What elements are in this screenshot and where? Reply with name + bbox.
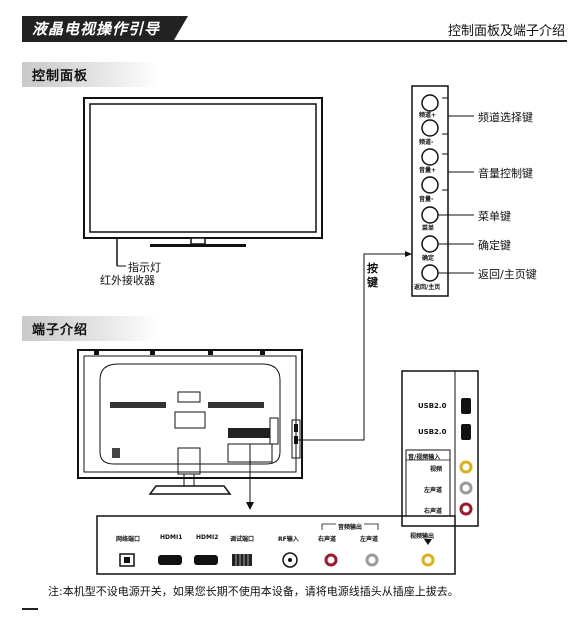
button-label-vol-down: 音量- [419,196,434,203]
callout-back: 返回/主页键 [478,268,537,281]
button-label-ok: 确定 [422,255,435,262]
button-label-menu: 菜单 [422,225,435,232]
tv-back-illustration [77,349,303,510]
bottom-port-panel-illustration [96,515,456,575]
button-label-vol-up: 音量+ [419,167,437,174]
bottom-port-network-label: 网络端口 [116,536,141,543]
callout-channel: 频道选择键 [478,111,533,124]
side-port-video-label: 视频 [430,466,443,473]
side-port-usb2-label: USB2.0 [418,428,447,436]
callout-ok: 确定键 [478,239,511,252]
bottom-port-audio-left-label: 左声道 [360,536,379,543]
ir-receiver-label: 红外接收器 [100,274,155,287]
footer-note: 注:本机型不设电源开关，如果您长期不使用本设备，请将电源线插头从插座上拔去。 [48,585,459,598]
bottom-port-rf-label: RF输入 [278,536,299,543]
footer-line [22,608,38,610]
button-label-back: 返回/主页 [414,284,441,291]
bottom-port-hdmi1-label: HDMI1 [160,534,183,541]
bottom-port-hdmi2-label: HDMI2 [196,534,219,541]
page-title: 液晶电视操作引导 [32,20,161,38]
header-band [22,16,188,40]
side-port-right-label: 右声道 [424,508,443,515]
bottom-port-audio-right-label: 右声道 [318,536,337,543]
section-label-control-panel: 控制面板 [22,62,158,87]
side-port-av-in-label: 音/视频输入 [408,454,441,461]
bottom-port-debug-label: 调试端口 [230,536,255,543]
indicator-label: 指示灯 [128,261,161,274]
button-label-ch-up: 频道+ [419,112,437,119]
callout-volume: 音量控制键 [478,167,533,180]
header-divider [22,40,567,42]
section-title: 控制面板及端子介绍 [447,24,565,39]
side-port-usb1-label: USB2.0 [418,402,447,410]
control-panel-illustration [298,85,474,441]
side-port-left-label: 左声道 [424,487,443,494]
button-label-ch-down: 频道- [419,139,434,146]
side-port-panel-illustration [401,370,479,527]
buttons-label-2: 键 [367,276,378,289]
buttons-label-1: 按 [367,262,378,275]
bottom-port-audio-out-label: 音频输出 [336,522,365,531]
section-label-terminals: 端子介绍 [22,316,158,341]
tv-front-illustration [83,97,323,267]
bottom-port-video-out-label: 视频输出 [410,533,435,540]
callout-menu: 菜单键 [478,210,511,223]
